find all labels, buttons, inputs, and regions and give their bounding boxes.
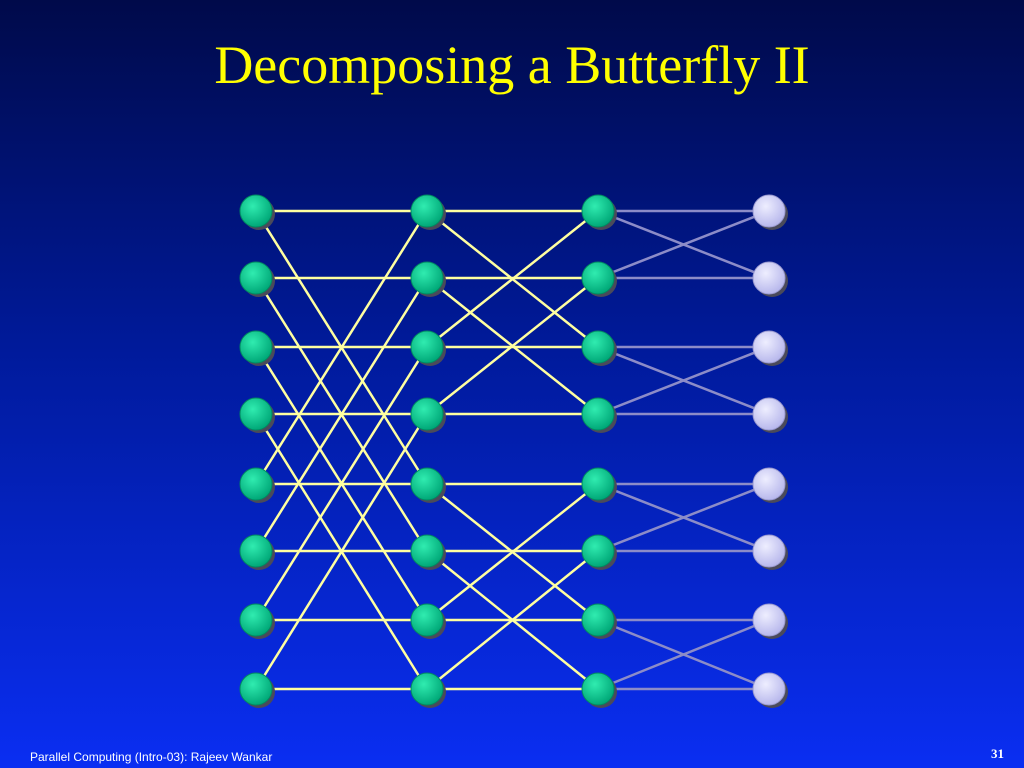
cross-edge-1-7 [425,549,600,691]
page-number: 31 [991,746,1004,761]
active-node-0-2 [239,330,273,364]
cross-edge-1-3 [425,276,600,416]
footer-text: Parallel Computing (Intro-03): Rajeev Wa… [30,750,273,764]
inactive-node-3-3 [752,397,786,431]
active-node-2-0 [581,194,615,228]
cross-edge-1-2 [425,209,600,349]
cross-edge-0-4 [254,209,429,486]
cross-edge-2-1 [596,209,771,280]
active-node-2-7 [581,672,615,706]
inactive-node-3-1 [752,261,786,295]
active-node-1-2 [410,330,444,364]
inactive-node-3-2 [752,330,786,364]
inactive-node-3-6 [752,603,786,637]
active-node-2-5 [581,534,615,568]
active-node-1-5 [410,534,444,568]
active-node-0-5 [239,534,273,568]
cross-edge-0-6 [254,345,429,622]
active-node-2-3 [581,397,615,431]
active-node-2-4 [581,467,615,501]
inactive-node-3-4 [752,467,786,501]
nodes-layer [239,194,788,708]
cross-edge-0-7 [254,412,429,691]
active-node-0-1 [239,261,273,295]
active-node-1-7 [410,672,444,706]
active-node-0-6 [239,603,273,637]
cross-edge-2-3 [596,345,771,416]
cross-edge-1-6 [425,482,600,622]
inactive-node-3-0 [752,194,786,228]
active-node-1-0 [410,194,444,228]
active-node-1-3 [410,397,444,431]
inactive-node-3-7 [752,672,786,706]
inactive-node-3-5 [752,534,786,568]
active-node-1-1 [410,261,444,295]
active-node-0-4 [239,467,273,501]
cross-edge-2-7 [596,618,771,691]
cross-edge-0-5 [254,276,429,553]
active-node-2-2 [581,330,615,364]
active-node-2-6 [581,603,615,637]
cross-edge-2-5 [596,482,771,553]
active-node-1-6 [410,603,444,637]
active-node-0-3 [239,397,273,431]
slide-title: Decomposing a Butterfly II [214,35,810,95]
active-node-1-4 [410,467,444,501]
edges-layer [254,209,771,691]
active-node-0-7 [239,672,273,706]
active-node-0-0 [239,194,273,228]
active-node-2-1 [581,261,615,295]
